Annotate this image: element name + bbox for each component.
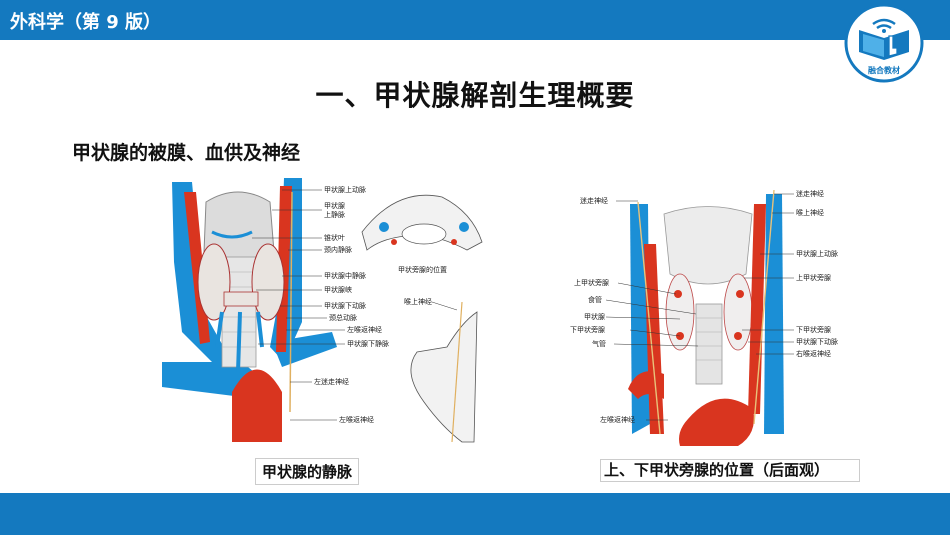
label-middle-thyroid-vein: 甲状腺中静脉: [324, 271, 366, 280]
label-vagus-left: 迷走神经: [580, 196, 608, 205]
label-superior-vein: 上静脉: [324, 210, 345, 219]
hand-icon: [888, 35, 898, 57]
label-inferior-thyroid-vein: 甲状腺下静脉: [347, 339, 389, 348]
label-isthmus: 甲状腺峡: [324, 285, 352, 294]
carotid-right: [748, 204, 766, 414]
label-right-recurrent-laryngeal: 右喉返神经: [796, 349, 831, 358]
jugular-right: [764, 194, 784, 434]
label-common-carotid: 颈总动脉: [329, 313, 357, 322]
label-esophagus: 食管: [588, 295, 602, 304]
vein-left: [172, 182, 232, 372]
label-superior-laryngeal-nerve: 喉上神经: [796, 208, 824, 217]
larynx-side-inset: 喉上神经: [404, 297, 478, 443]
label-superior-thyroid-artery: 甲状腺上动脉: [324, 185, 366, 194]
label-left-recurrent-nerve: 左喉返神经: [347, 325, 382, 334]
label-left-recurrent-laryngeal: 左喉返神经: [600, 415, 635, 424]
label-superior-parathyroid-left: 上甲状旁腺: [574, 278, 609, 287]
label-left-recurrent-nerve-lower: 左喉返神经: [339, 415, 374, 424]
label-vagus-right: 迷走神经: [796, 189, 824, 198]
aortic-arch: [232, 369, 282, 442]
label-superior-thyroid-artery: 甲状腺上动脉: [796, 249, 838, 258]
trachea: [695, 303, 723, 385]
carotid-right: [276, 186, 292, 352]
label-inferior-parathyroid-left: 下甲状旁腺: [570, 325, 605, 334]
label-parathyroid-position: 甲状旁腺的位置: [398, 265, 447, 274]
label-internal-jugular-vein: 颈内静脉: [324, 245, 352, 254]
pharynx: [663, 206, 753, 285]
thyroid-left-lobe: [197, 243, 231, 321]
thyroid-right-lobe: [251, 243, 285, 321]
label-trachea: 气管: [592, 339, 606, 348]
slide-title: 一、甲状腺解剖生理概要: [315, 79, 635, 112]
label-thyroid: 甲状腺: [324, 201, 345, 210]
label-inferior-thyroid-artery: 甲状腺下动脉: [324, 301, 366, 310]
label-superior-parathyroid-right: 上甲状旁腺: [796, 273, 831, 282]
section-subtitle: 甲状腺的被膜、血供及神经: [72, 142, 301, 164]
caption-right: 上、下甲状旁腺的位置（后面观）: [600, 459, 860, 482]
header-bar: 外科学（第 9 版）: [0, 0, 950, 40]
footer-bar: [0, 493, 950, 535]
label-pyramidal-lobe: 锥状叶: [324, 233, 345, 242]
book-title: 外科学（第 9 版）: [10, 12, 162, 33]
cross-section-inset: 甲状旁腺的位置: [361, 194, 483, 274]
thyroid-veins-illustration: 甲状腺上动脉 甲状腺 上静脉 锥状叶 颈内静脉 甲状腺中静脉 甲状腺峡 甲状腺下…: [162, 178, 483, 443]
label-inferior-parathyroid-right: 下甲状旁腺: [796, 325, 831, 334]
caption-left: 甲状腺的静脉: [255, 458, 360, 485]
label-inferior-thyroid-artery: 甲状腺下动脉: [796, 337, 838, 346]
logo-text: 融合教材: [868, 65, 900, 75]
logo: 融合教材: [844, 3, 924, 83]
label-superior-laryngeal-nerve: 喉上神经: [404, 297, 432, 306]
label-left-vagus: 左迷走神经: [314, 377, 349, 386]
parathyroid-position-illustration: 迷走神经 上甲状旁腺 食管 甲状腺 下甲状旁腺 气管 左喉返神经 迷走神经 喉上…: [570, 189, 838, 446]
label-thyroid-right-fig: 甲状腺: [584, 312, 605, 321]
